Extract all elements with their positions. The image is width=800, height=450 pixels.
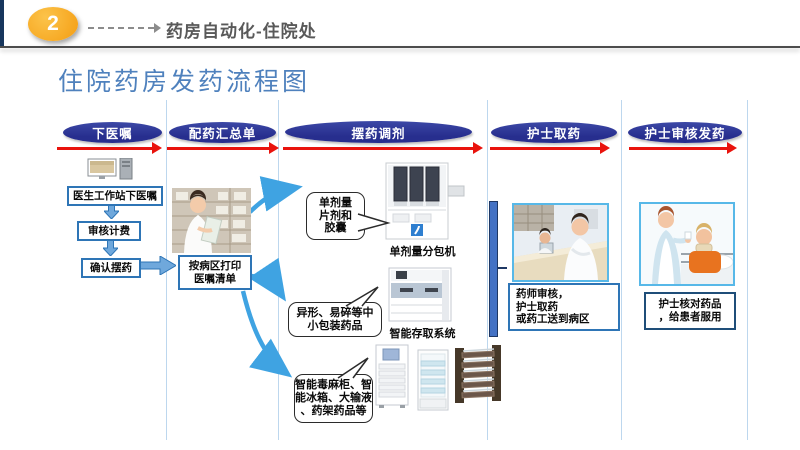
pharmacist-photo (172, 188, 251, 253)
callout-smart-cabinets: 智能毒麻柜、智 能冰箱、大输液 、药架药品等 (294, 374, 373, 423)
callout-single-dose: 单剂量 片剂和 胶囊 (306, 192, 365, 240)
smart-storage-image (388, 267, 452, 322)
pickup-note: 药师审核， 护士取药 或药工送到病区 (508, 283, 620, 331)
dashed-arrow-icon (154, 23, 161, 33)
narcotics-cabinet-image (375, 344, 409, 408)
dashed-connector (88, 27, 154, 29)
page-title: 住院药房发药流程图 (58, 69, 311, 96)
dose-packager-label: 单剂量分包机 (389, 246, 456, 258)
column-divider (747, 100, 748, 440)
column-divider (621, 100, 622, 440)
drug-rack-image (455, 344, 501, 406)
section-number-badge: 2 (28, 7, 78, 41)
step-review-billing: 审核计费 (77, 221, 141, 241)
dispense-note: 护士核对药品 ，给患者服用 (644, 292, 736, 330)
stage-arrow (167, 142, 279, 154)
stage-arrow (629, 142, 737, 154)
stage-arrow (490, 142, 610, 154)
smart-storage-label: 智能存取系统 (389, 328, 456, 340)
stage-oval-order: 下医嘱 (63, 122, 162, 143)
merge-bracket (489, 201, 498, 337)
nurse-station-photo (512, 203, 609, 282)
stage-arrow (283, 142, 483, 154)
stage-oval-dispense: 摆药调剂 (285, 121, 472, 143)
callout-fragile: 异形、易碎等中 小包装药品 (288, 302, 382, 337)
header-accent-bar (0, 0, 4, 47)
step-doctor-order: 医生工作站下医嘱 (67, 186, 163, 206)
stage-oval-pickup: 护士取药 (491, 122, 617, 143)
down-arrow-icon (102, 204, 121, 224)
arrow-to-storage (248, 257, 286, 302)
step-confirm-dispense: 确认摆药 (81, 258, 141, 278)
arrow-to-packager (248, 176, 303, 214)
header-rule (0, 46, 800, 48)
dose-packager-image (385, 162, 465, 240)
nurse-patient-photo (639, 202, 735, 286)
stage-oval-summary: 配药汇总单 (169, 122, 276, 143)
summary-note: 按病区打印 医嘱清单 (178, 255, 252, 290)
stage-oval-verify: 护士审核发药 (628, 122, 742, 143)
header-title: 药房自动化-住院处 (166, 22, 317, 41)
merge-bracket-tick (498, 267, 507, 269)
stage-arrow (57, 142, 162, 154)
right-arrow-icon (137, 255, 177, 280)
computer-workstation-icon (87, 158, 135, 181)
column-divider (487, 100, 488, 440)
smart-fridge-image (417, 349, 449, 411)
